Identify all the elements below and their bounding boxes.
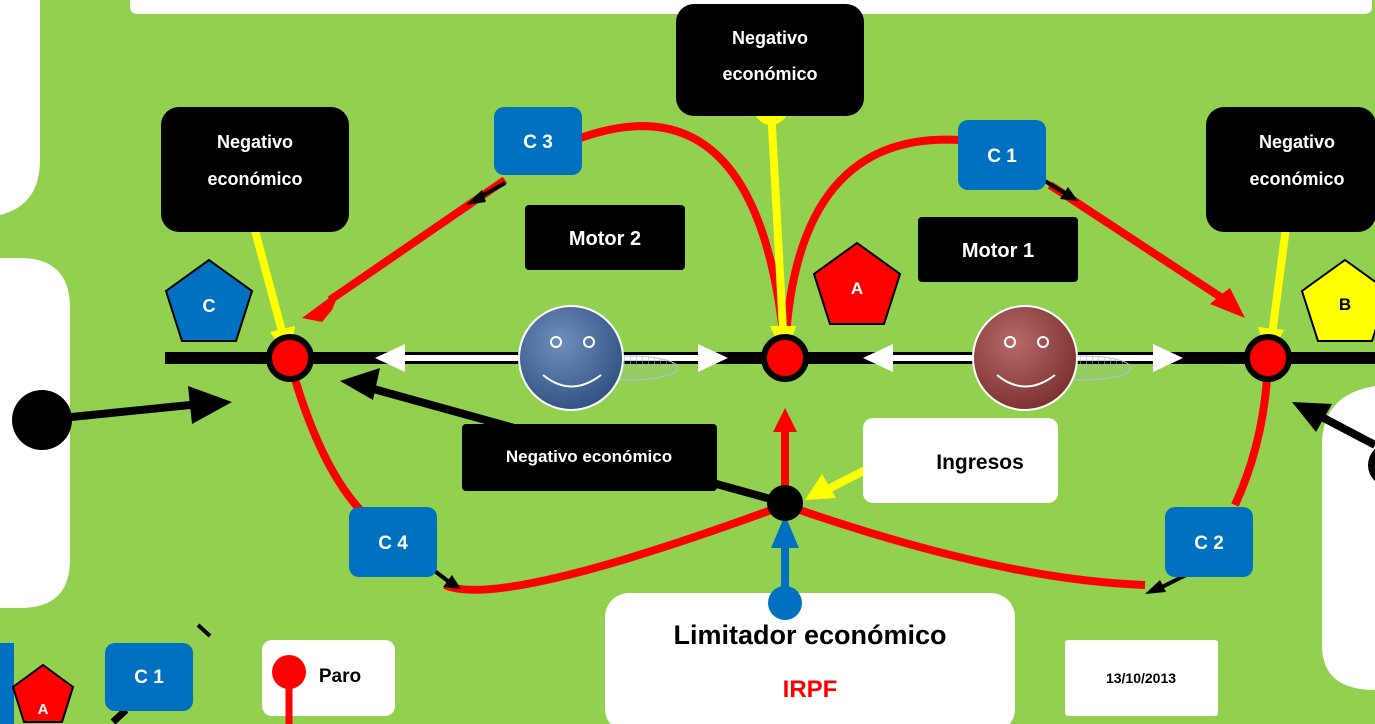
curve-c4-bottom xyxy=(443,501,787,594)
background-panels xyxy=(0,0,1375,690)
motor-1-smiley xyxy=(972,305,1132,411)
ingresos-box: Ingresos xyxy=(863,418,1058,503)
motor-1-box: Motor 1 xyxy=(918,217,1078,282)
cycle-box-c4: C 4 xyxy=(349,507,437,577)
curve-c2-bottom xyxy=(783,501,1146,589)
red-arrowhead-c3 xyxy=(302,290,340,322)
node-a-pentagon: A xyxy=(812,241,902,325)
small-black-arrows xyxy=(426,179,1191,594)
motor-2-box: Motor 2 xyxy=(525,205,685,270)
red-up-arrow xyxy=(773,408,797,432)
curve-c1-top xyxy=(781,135,961,353)
svg-text:C 3: C 3 xyxy=(523,132,553,153)
curve-c4-left xyxy=(286,360,368,518)
svg-text:C: C xyxy=(203,296,216,316)
node-b-pentagon: B xyxy=(1300,258,1375,342)
legend-paro-dot xyxy=(272,655,306,689)
motor-2-smiley xyxy=(518,305,679,411)
svg-text:Negativo: Negativo xyxy=(1259,132,1335,152)
negativo-box-left: Negativo económico xyxy=(161,107,349,232)
negativo-box-top: Negativo económico xyxy=(676,4,864,116)
junction-left xyxy=(266,334,314,382)
svg-text:Negativo económico: Negativo económico xyxy=(506,447,672,466)
svg-text:económico: económico xyxy=(207,169,302,189)
legend-cycle-c1 xyxy=(105,643,193,711)
cycle-box-c2: C 2 xyxy=(1165,507,1253,577)
svg-text:A: A xyxy=(38,701,49,718)
junction-bottom xyxy=(767,485,803,521)
junction-nodes xyxy=(266,334,1292,521)
svg-text:Motor 2: Motor 2 xyxy=(569,228,641,250)
svg-text:Motor 1: Motor 1 xyxy=(962,240,1034,262)
curve-c2-right xyxy=(1231,361,1272,507)
svg-text:Limitador económico: Limitador económico xyxy=(673,620,946,650)
svg-text:C 1: C 1 xyxy=(987,146,1017,167)
legend-dash-1 xyxy=(110,707,129,724)
svg-text:B: B xyxy=(1339,295,1351,314)
svg-text:Paro: Paro xyxy=(319,666,361,687)
cycle-box-c3: C 3 xyxy=(494,107,582,175)
red-arrowhead-c1 xyxy=(1210,288,1245,318)
svg-text:económico: económico xyxy=(1249,169,1344,189)
svg-text:A: A xyxy=(851,279,863,298)
curve-c3-top xyxy=(573,122,789,353)
curve-c1-right xyxy=(1047,181,1228,304)
date-box: 13/10/2013 xyxy=(1065,640,1218,716)
svg-text:C 4: C 4 xyxy=(378,533,408,554)
svg-text:Ingresos: Ingresos xyxy=(936,451,1024,474)
legend-dash-2 xyxy=(196,623,212,638)
svg-text:Negativo: Negativo xyxy=(217,132,293,152)
negativo-box-right: Negativo económico xyxy=(1206,107,1375,232)
legend-blue-edge xyxy=(0,643,14,724)
junction-center xyxy=(761,334,809,382)
legend-node-a xyxy=(11,663,75,723)
limitador-box: Limitador económico IRPF xyxy=(605,593,1015,724)
node-c-pentagon: C xyxy=(164,258,254,342)
legend-inset: A C 1 Paro xyxy=(0,623,395,724)
cycle-box-c1: C 1 xyxy=(958,120,1046,190)
junction-right xyxy=(1244,334,1292,382)
svg-text:13/10/2013: 13/10/2013 xyxy=(1106,670,1176,686)
limitador-arrow-base xyxy=(768,586,802,620)
svg-text:C 2: C 2 xyxy=(1194,533,1224,554)
svg-text:IRPF: IRPF xyxy=(783,676,838,703)
yellow-input-arrows xyxy=(233,91,1305,500)
svg-text:C 1: C 1 xyxy=(134,667,164,688)
negativo-box-bottom: Negativo económico xyxy=(462,424,717,491)
svg-text:económico: económico xyxy=(722,64,817,84)
svg-text:Negativo: Negativo xyxy=(732,28,808,48)
